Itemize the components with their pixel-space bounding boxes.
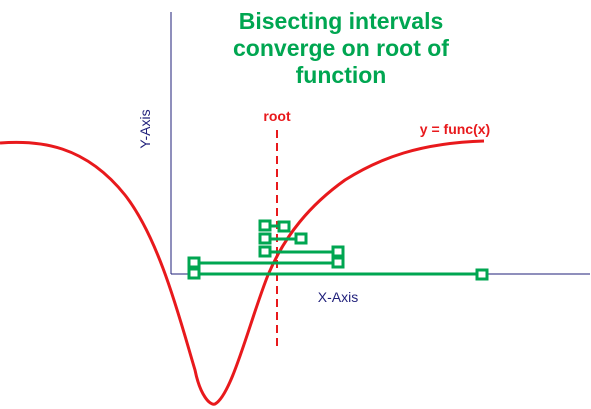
interval-1-left-marker: [187, 267, 201, 280]
title-line-2: converge on root of: [233, 35, 449, 61]
interval-2-left-marker: [187, 256, 201, 269]
interval-2-right-marker: [331, 256, 345, 269]
interval-1-right-marker: [475, 268, 489, 281]
title-line-1: Bisecting intervals: [239, 8, 444, 34]
title: Bisecting intervals converge on root of …: [233, 8, 449, 88]
function-curve: [0, 139, 485, 406]
interval-3-left-marker: [258, 245, 272, 258]
interval-5-left-marker: [258, 219, 272, 232]
y-axis-label: Y-Axis: [137, 109, 153, 148]
x-axis-label: X-Axis: [318, 289, 358, 305]
interval-3-right-marker: [331, 245, 345, 258]
function-label: y = func(x): [420, 121, 490, 137]
interval-4-left-marker: [258, 232, 272, 245]
bisection-intervals: [187, 219, 489, 281]
title-line-3: function: [296, 62, 387, 88]
root-label: root: [263, 108, 291, 124]
interval-5-right-marker: [277, 220, 291, 233]
interval-4-right-marker: [294, 232, 308, 245]
